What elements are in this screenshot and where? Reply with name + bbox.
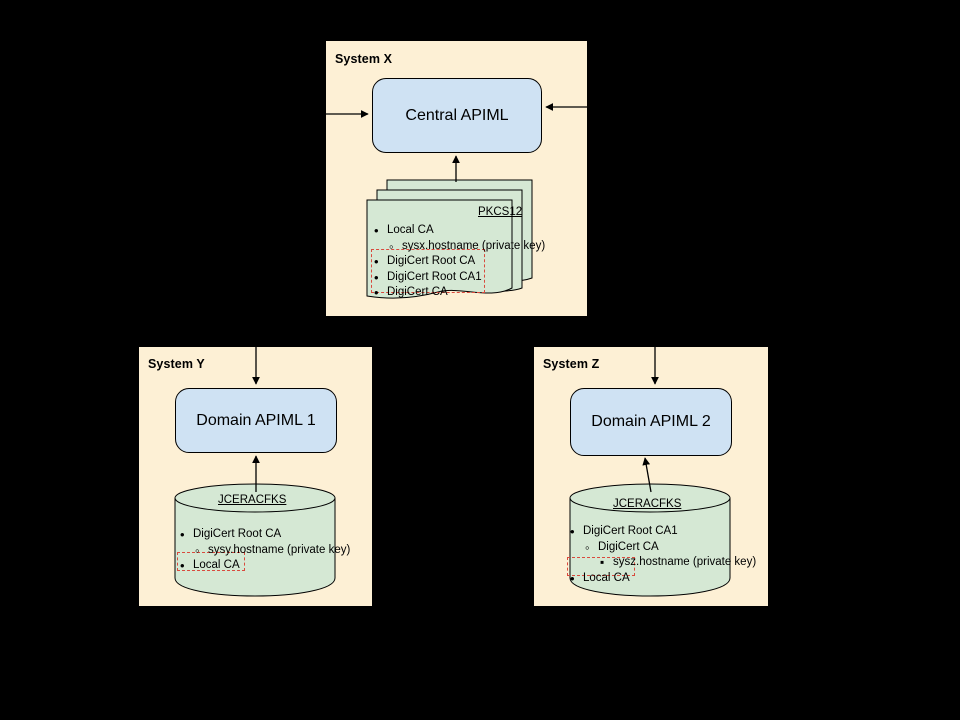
central-apiml-label: Central APIML (405, 106, 509, 124)
bullet-disc-icon (374, 285, 385, 303)
list-item: Local CA (374, 223, 545, 239)
entry-label: DigiCert Root CA1 (583, 525, 678, 537)
pkcs12-title: PKCS12 (478, 206, 523, 218)
list-item: DigiCert CA (374, 285, 545, 301)
entry-label: DigiCert Root CA (387, 255, 476, 267)
bullet-disc-icon (570, 524, 581, 542)
entry-label: DigiCert Root CA (193, 528, 282, 540)
system-x-title: System X (335, 52, 393, 66)
keystore-y-highlight-box (177, 552, 245, 571)
list-item: Local CA (570, 571, 756, 587)
entry-label: DigiCert CA (387, 286, 448, 298)
list-item: DigiCert CA (585, 540, 756, 556)
pkcs12-highlight-box (371, 249, 485, 293)
bullet-disc-icon (570, 571, 581, 589)
list-item: sysx.hostname (private key) (389, 239, 545, 255)
list-item: DigiCert Root CA (180, 527, 350, 543)
entry-label: Local CA (193, 559, 240, 571)
domain-apiml-2-node[interactable]: Domain APIML 2 (570, 388, 732, 456)
domain-apiml-1-label: Domain APIML 1 (196, 411, 316, 429)
keystore-z-title: JCERACFKS (613, 498, 682, 510)
entry-label: DigiCert CA (598, 540, 659, 553)
pkcs12-entry-list: Local CA sysx.hostname (private key) Dig… (374, 223, 545, 301)
system-z-title: System Z (543, 357, 600, 371)
domain-apiml-1-node[interactable]: Domain APIML 1 (175, 388, 337, 453)
keystore-y-entry-list: DigiCert Root CA sysy.hostname (private … (180, 527, 350, 574)
entry-label: sysz.hostname (private key) (613, 556, 757, 568)
list-item: DigiCert Root CA1 (374, 270, 545, 286)
entry-label: Local CA (583, 571, 630, 584)
list-item: Local CA (180, 558, 350, 574)
list-item: DigiCert Root CA (374, 254, 545, 270)
bullet-disc-icon (180, 558, 191, 576)
list-item: DigiCert Root CA1 (570, 524, 756, 540)
bullet-circle-icon (585, 540, 596, 558)
central-apiml-node[interactable]: Central APIML (372, 78, 542, 153)
entry-label: sysy.hostname (private key) (208, 543, 351, 556)
bullet-disc-icon (374, 223, 385, 241)
entry-label: DigiCert Root CA1 (387, 270, 482, 283)
bullet-disc-icon (180, 527, 191, 545)
keystore-y-title: JCERACFKS (218, 494, 287, 506)
entry-label: Local CA (387, 224, 434, 236)
system-y-title: System Y (148, 357, 205, 371)
list-item: sysz.hostname (private key) (600, 555, 756, 571)
entry-label: sysx.hostname (private key) (402, 239, 546, 252)
bullet-square-icon (600, 555, 611, 572)
list-item: sysy.hostname (private key) (195, 543, 350, 559)
keystore-z-entry-list: DigiCert Root CA1 DigiCert CA sysz.hostn… (570, 524, 756, 586)
domain-apiml-2-label: Domain APIML 2 (591, 413, 711, 430)
